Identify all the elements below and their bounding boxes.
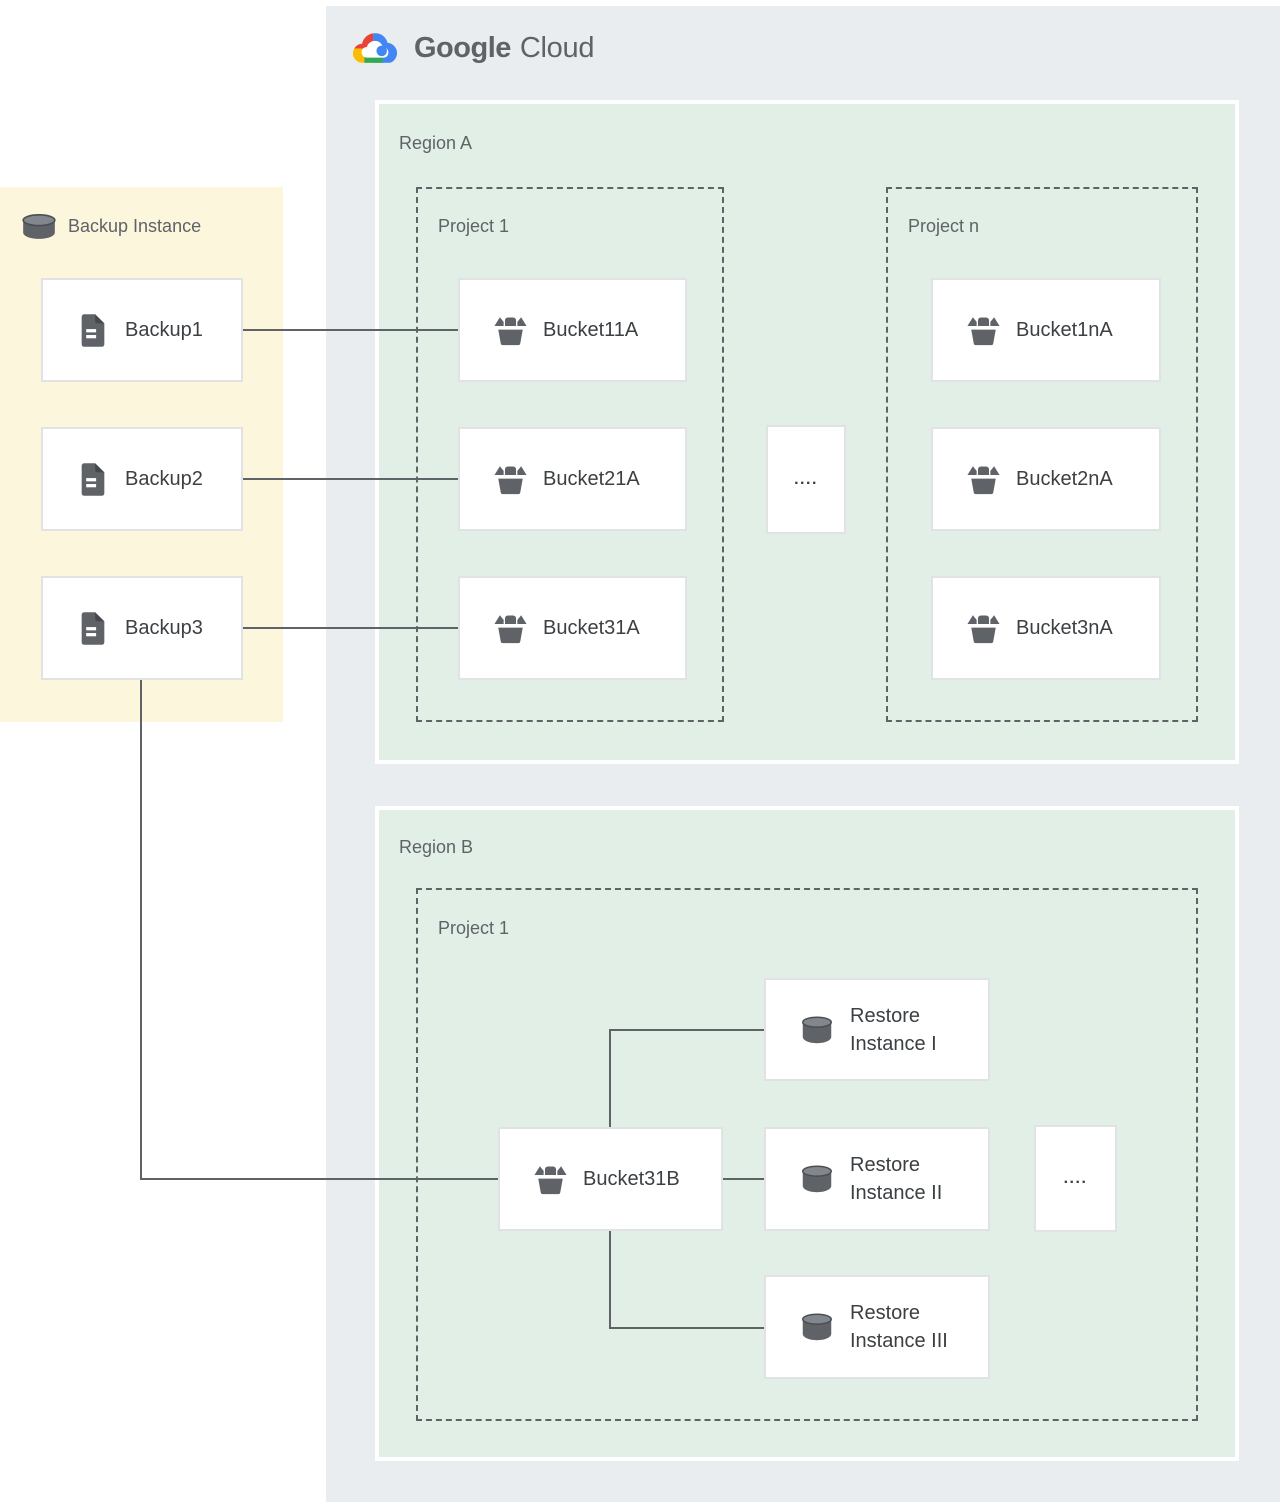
ellipsis-dots: .... (794, 470, 818, 488)
bucket2na-node: Bucket2nA (931, 427, 1161, 531)
region-b-ellipsis-node: .... (1034, 1125, 1117, 1232)
restore-instance-3-node: Restore Instance III (764, 1275, 990, 1379)
connector-backup3-bucket31b (140, 1178, 500, 1180)
connector-backup1-bucket11a (243, 329, 458, 331)
project-na-label: Project n (908, 216, 980, 236)
bucket-icon (494, 614, 527, 643)
restore-instance-2-node: Restore Instance II (764, 1127, 990, 1231)
bucket21a-label: Bucket21A (543, 467, 640, 490)
backup3-label: Backup3 (125, 616, 203, 639)
bucket-icon (494, 316, 527, 345)
bucket-icon (967, 465, 1000, 494)
bucket-icon (534, 1165, 567, 1194)
database-icon (22, 213, 56, 239)
restore-instance-1-node: Restore Instance I (764, 978, 990, 1081)
backup2-node: Backup2 (41, 427, 243, 531)
restore-3-line2: Instance III (850, 1330, 948, 1352)
logo-google-text: Google (414, 31, 511, 64)
database-icon (802, 1165, 832, 1193)
bucket-icon (494, 465, 527, 494)
bucket-icon (967, 316, 1000, 345)
ellipsis-dots: .... (1063, 1169, 1088, 1187)
restore-2-line1: Restore (850, 1154, 921, 1176)
project-1a-label: Project 1 (438, 216, 510, 236)
region-b-label: Region B (399, 837, 474, 857)
project-1-region-a (416, 187, 724, 722)
connector-bucket31b-restore1 (609, 1029, 764, 1031)
bucket31b-label: Bucket31B (583, 1167, 680, 1190)
bucket31a-node: Bucket31A (458, 576, 687, 680)
bucket-icon (967, 614, 1000, 643)
bucket31a-label: Bucket31A (543, 616, 640, 639)
restore-instance-1-label: Restore Instance I (850, 1002, 937, 1058)
bucket31b-node: Bucket31B (498, 1127, 723, 1231)
region-a-label: Region A (399, 133, 473, 153)
connector-bucket31b-restore3 (609, 1327, 764, 1329)
backup-instance-title: Backup Instance (68, 216, 202, 236)
bucket2na-label: Bucket2nA (1016, 467, 1113, 490)
logo-cloud-text: Cloud (519, 31, 595, 64)
region-a-ellipsis-node: .... (766, 425, 846, 534)
connector-backup3-bucket31a (243, 627, 458, 629)
project-1-region-b (416, 888, 1198, 1421)
connector-backup3-down (140, 680, 142, 1180)
project-n-region-a (886, 187, 1198, 722)
backup2-label: Backup2 (125, 467, 203, 490)
bucket1na-node: Bucket1nA (931, 278, 1161, 382)
backup-instance-header: Backup Instance (20, 213, 201, 240)
restore-1-line2: Instance I (850, 1032, 937, 1055)
backup1-label: Backup1 (125, 318, 203, 341)
bucket11a-node: Bucket11A (458, 278, 687, 382)
bucket1na-label: Bucket1nA (1016, 318, 1113, 341)
database-icon (802, 1313, 832, 1341)
restore-instance-3-label: Restore Instance III (850, 1299, 948, 1355)
connector-bucket31b-restore2 (722, 1178, 764, 1180)
restore-3-line1: Restore (850, 1302, 921, 1324)
restore-2-line2: Instance II (850, 1182, 943, 1204)
bucket3na-label: Bucket3nA (1016, 616, 1113, 639)
restore-1-line1: Restore (850, 1004, 921, 1027)
google-cloud-icon (352, 33, 398, 63)
connector-backup2-bucket21a (243, 478, 458, 480)
bucket3na-node: Bucket3nA (931, 576, 1161, 680)
bucket11a-label: Bucket11A (543, 318, 639, 341)
file-icon (81, 462, 105, 496)
restore-instance-2-label: Restore Instance II (850, 1151, 942, 1207)
file-icon (81, 313, 105, 347)
file-icon (81, 611, 105, 645)
database-icon (802, 1016, 832, 1043)
backup3-node: Backup3 (41, 576, 243, 680)
bucket21a-node: Bucket21A (458, 427, 687, 531)
backup1-node: Backup1 (41, 278, 243, 382)
project-1b-label: Project 1 (438, 918, 510, 938)
